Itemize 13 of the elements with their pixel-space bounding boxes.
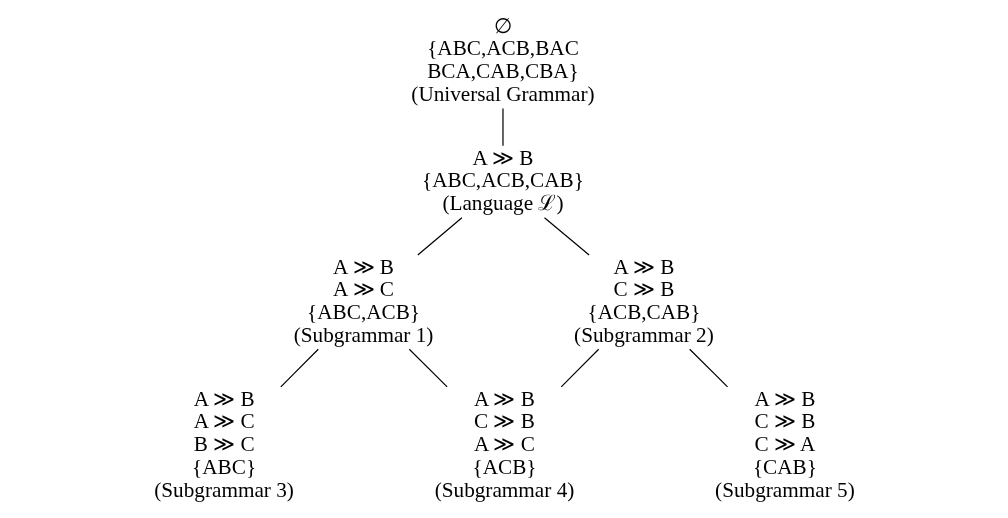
node-text: A ≫ B C ≫ B A ≫ C {ACB} (Subgrammar 4) [434,386,574,502]
connector [416,217,462,256]
node-text: A ≫ B A ≫ C {ABC,ACB} (Subgrammar 1) [293,254,433,347]
node-text: A ≫ B A ≫ C B ≫ C {ABC} (Subgrammar 3) [153,386,294,502]
connector [543,217,590,256]
node-text: A ≫ B {ABC,ACB,CAB} (Language ℒ) [421,145,584,216]
node-text: ∅ {ABC,ACB,BAC BCA,CAB,CBA} (Universal Grammar) [410,13,595,106]
connector [688,348,728,388]
node-text: A ≫ B C ≫ B C ≫ A {CAB} (Subgrammar 5) [714,386,855,502]
connector [279,348,319,388]
connector [408,348,448,388]
connector [560,348,599,388]
node-text: A ≫ B C ≫ B {ACB,CAB} (Subgrammar 2) [573,254,714,347]
